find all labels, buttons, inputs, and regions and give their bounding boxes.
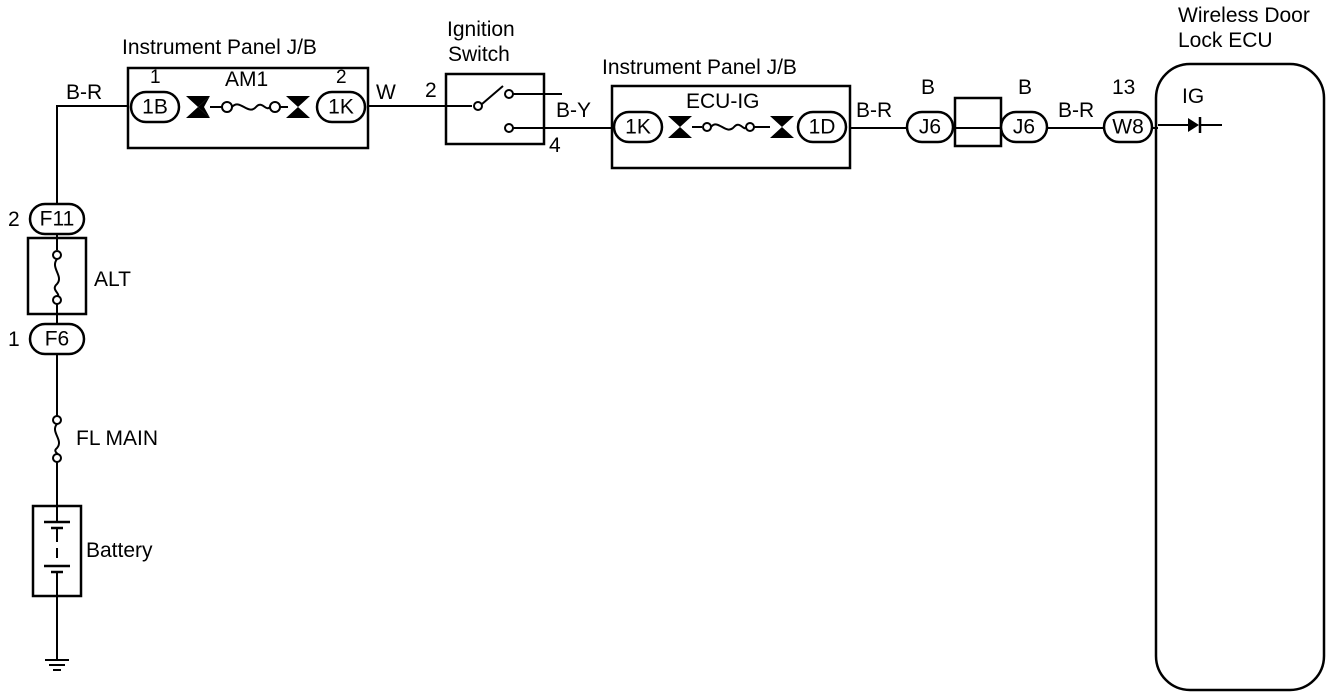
ignition-pin-4: 4 [549,134,561,157]
ecu-box [1154,62,1326,692]
fuse-am1-icon [269,101,281,113]
fl-main-label: FL MAIN [76,427,158,450]
ignition-pin-2: 2 [425,79,437,102]
ecu-ig-label: IG [1182,85,1204,108]
connector-1b [129,90,181,124]
ground-icon [45,659,69,671]
connector-j6-left-label: J6 [919,116,941,139]
chevron-left-icon [198,96,210,118]
connector-1k-left [315,90,367,124]
connector-f11 [28,202,86,236]
ignition-title-1: Ignition [447,18,515,41]
fuse-ecu-ig-label: ECU-IG [686,90,760,113]
instrument-panel-jb-right: Instrument Panel J/B 1K 1D ECU-IG [602,56,852,170]
wire-label-br-1: B-R [66,81,102,104]
connector-1k-left-label: 1K [328,96,354,119]
ignition-box [444,72,546,146]
junction-connector: B B J6 J6 [905,76,1049,148]
instrument-panel-jb-left: Instrument Panel J/B 1 2 1B 1K AM1 [122,36,370,150]
jb-left-pin-2: 2 [336,67,347,88]
ecu-title-2: Lock ECU [1178,29,1273,52]
diode-icon [1188,118,1199,132]
jb-left-pin-1: 1 [150,67,161,88]
fl-main-fuse-icon [52,453,62,463]
wire-label-by: B-Y [556,99,591,122]
fuse-ecu-ig-icon [745,122,755,132]
chevron-right-icon [770,116,794,138]
ecu-pin-13: 13 [1112,76,1135,99]
wireless-door-lock-ecu: Wireless Door Lock ECU IG [1154,4,1326,692]
connector-1k-right-label: 1K [625,116,651,139]
connector-w8-label: W8 [1112,116,1144,139]
connector-j6-right-label: J6 [1013,116,1035,139]
connector-j6-left [905,110,955,144]
battery-label: Battery [86,539,153,562]
pin-2-f11: 2 [8,208,20,231]
connector-f11-label: F11 [40,208,75,231]
connector-1b-label: 1B [142,96,168,119]
chevron-left-icon [668,116,692,138]
jb-left-box [126,66,370,150]
connector-1d-label: 1D [809,116,836,139]
wire-label-br-2: B-R [856,99,892,122]
connector-1d [796,110,848,144]
connector-w8 [1102,110,1154,144]
pin-1-f6: 1 [8,328,20,351]
connector-f6 [28,322,86,356]
jb-right-title: Instrument Panel J/B [602,56,797,79]
chevron-left-icon [186,96,210,118]
junction-wire-b-right: B [1018,76,1032,99]
chevron-right-icon [286,96,310,118]
fl-main-fuse: FL MAIN [52,415,158,463]
wire-label-br-3: B-R [1058,99,1094,122]
switch-lever-icon [481,85,504,105]
wire-lines [56,105,1222,660]
connector-j6-right [999,110,1049,144]
junction-box [953,96,1003,148]
alt-fuse-icon [52,295,62,305]
junction-wire-b-left: B [921,76,935,99]
ignition-title-2: Switch [448,43,510,66]
ecu-connector: 13 W8 [1102,76,1154,144]
alt-label: ALT [94,268,131,291]
ecu-title-1: Wireless Door [1178,4,1310,27]
connector-f6-label: F6 [45,328,70,351]
jb-right-box [610,84,852,170]
fusible-link-alt: 2 F11 ALT 1 F6 [8,202,131,356]
fuse-am1-label: AM1 [225,68,268,91]
battery: Battery [31,504,153,598]
connector-1k-right [612,110,664,144]
ignition-switch: Ignition Switch 2 4 [425,18,562,157]
jb-left-title: Instrument Panel J/B [122,36,317,59]
wire-label-w: W [376,81,396,104]
